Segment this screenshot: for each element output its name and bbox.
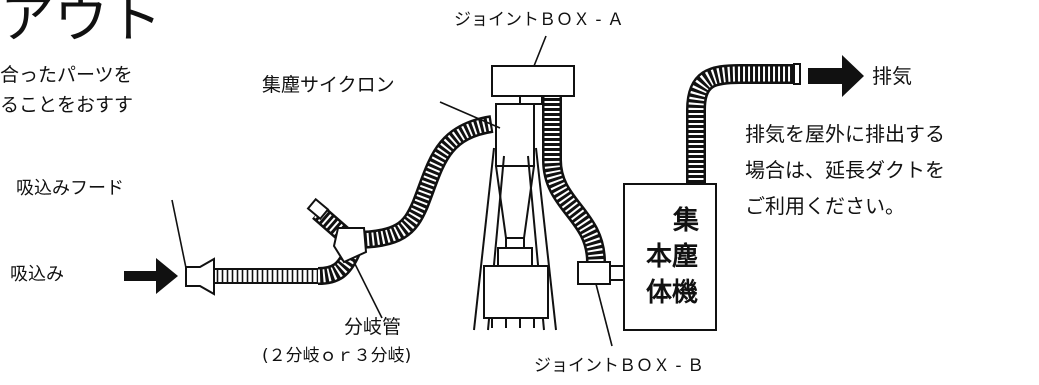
collector-text-line-2: 本塵 bbox=[646, 242, 699, 272]
heading-fragment: アウト bbox=[0, 0, 162, 50]
branch-pipe-cap bbox=[306, 197, 330, 221]
suction-arrow bbox=[124, 258, 178, 294]
exhaust-label: 排気 bbox=[872, 64, 912, 88]
suction-label: 吸込み bbox=[10, 264, 64, 285]
collector-text-line-3: 体機 bbox=[646, 278, 699, 308]
suction-hood-label: 吸込みフード bbox=[16, 178, 124, 199]
intro-line-1: 合ったパーツを bbox=[0, 64, 133, 86]
exhaust-outlet-cap bbox=[793, 63, 801, 85]
exhaust-note-line-2: 場合は、延長ダクトを bbox=[745, 158, 945, 182]
exhaust-hose bbox=[686, 64, 796, 190]
intake-hose bbox=[213, 268, 319, 284]
joint-box-a bbox=[491, 65, 575, 97]
exhaust-note-line-3: ご利用ください。 bbox=[745, 194, 905, 218]
return-hose bbox=[542, 96, 606, 263]
leader-lines bbox=[171, 35, 613, 347]
dust-collector-body bbox=[623, 183, 717, 331]
exhaust-note-line-1: 排気を屋外に排出する bbox=[745, 122, 945, 146]
cyclone bbox=[494, 103, 536, 249]
cyclone-label: 集塵サイクロン bbox=[262, 74, 395, 96]
intro-line-2: ることをおすす bbox=[0, 94, 134, 116]
joint-box-b-label: ジョイントＢＯＸ - Ｂ bbox=[534, 356, 704, 376]
exhaust-arrow bbox=[808, 55, 864, 97]
collection-bin bbox=[483, 247, 549, 328]
joint-box-a-neck bbox=[519, 95, 543, 105]
joint-box-b bbox=[577, 261, 611, 285]
joint-box-b-outlet bbox=[609, 265, 625, 281]
branch-pipe-sub-label: (２分岐ｏｒ３分岐) bbox=[262, 346, 412, 366]
branch-pipe-label: 分岐管 bbox=[344, 316, 402, 338]
collector-text-line-1: 集 bbox=[673, 206, 700, 236]
branch-pipe-junction bbox=[332, 227, 368, 264]
suction-hood bbox=[185, 257, 215, 296]
joint-box-a-label: ジョイントＢＯＸ - Ａ bbox=[454, 10, 624, 30]
